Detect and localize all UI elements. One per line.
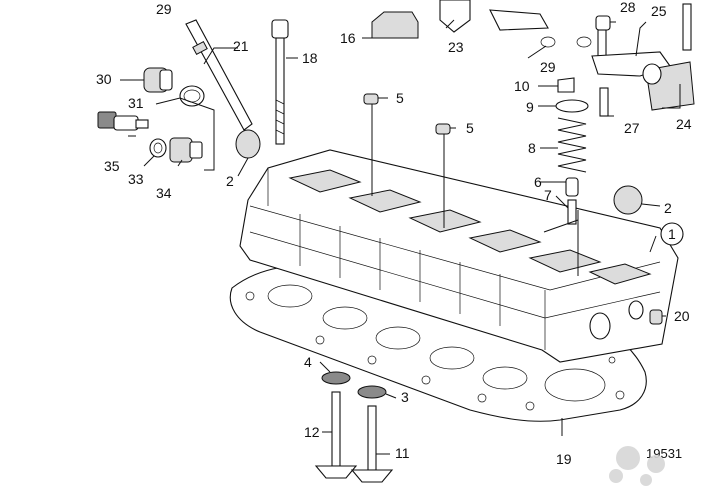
callout-30: 30 — [96, 71, 112, 87]
callout-19: 19 — [556, 451, 572, 467]
adapter-34 — [169, 137, 203, 163]
combustion-ports — [288, 169, 652, 285]
callout-9: 9 — [526, 99, 534, 115]
injector-21 — [185, 19, 253, 131]
washer-33 — [149, 138, 167, 158]
callout-16: 16 — [340, 30, 356, 46]
valve-spring-8 — [557, 117, 587, 173]
callout-29-top: 29 — [156, 1, 172, 17]
callout-2-right: 2 — [664, 200, 672, 216]
stud-22 — [682, 3, 692, 51]
seal-5-right — [435, 123, 451, 135]
callout-24: 24 — [676, 116, 692, 132]
head-rib-lines — [299, 214, 501, 326]
callout-1: 1 — [668, 226, 676, 242]
valve-12 — [314, 391, 358, 479]
callout-11: 11 — [395, 445, 410, 461]
callout-5-right: 5 — [466, 120, 474, 136]
leader-lines — [120, 19, 681, 455]
callout-5-left: 5 — [396, 90, 404, 106]
callout-21: 21 — [233, 38, 249, 54]
valve-guide-7 — [567, 199, 577, 225]
seal-5-left — [363, 93, 379, 105]
callout-10: 10 — [514, 78, 530, 94]
callout-4: 4 — [304, 354, 312, 370]
core-plug-2-left — [235, 129, 261, 159]
valve-collet-10 — [557, 77, 575, 93]
callout-3: 3 — [401, 389, 409, 405]
callout-numbers: 29 21 18 16 23 29 28 25 30 31 5 5 10 9 2… — [96, 0, 692, 467]
rocker-arm-upper — [489, 9, 549, 31]
circlip-29 — [540, 36, 592, 48]
sensor-35 — [97, 111, 149, 131]
callout-29-right: 29 — [540, 59, 556, 75]
dowel-20 — [649, 309, 663, 325]
callout-23: 23 — [448, 39, 464, 55]
valve-seat-3 — [357, 385, 387, 399]
spring-retainer-9 — [555, 99, 589, 113]
callout-12: 12 — [304, 424, 320, 440]
valve-seat-4 — [321, 371, 351, 385]
callout-2-left: 2 — [226, 173, 234, 189]
callout-35: 35 — [104, 158, 120, 174]
seal-ring-31 — [179, 85, 205, 107]
callout-25: 25 — [651, 3, 667, 19]
pushrod-27 — [599, 87, 609, 117]
bracket-16 — [371, 11, 419, 39]
valve-stem-seal-6 — [565, 177, 579, 197]
bolt-18 — [271, 19, 289, 145]
rocker-shaft-support-23 — [439, 0, 471, 33]
valve-11 — [350, 405, 394, 483]
callout-1-circle — [660, 222, 684, 246]
core-plug-2-right — [613, 185, 643, 215]
rocker-bracket-24 — [642, 61, 695, 111]
callout-28: 28 — [620, 0, 636, 15]
avito-dots-logo — [609, 446, 665, 486]
callout-34: 34 — [156, 185, 172, 201]
plug-30 — [143, 67, 173, 93]
callout-31: 31 — [128, 95, 144, 111]
callout-20: 20 — [674, 308, 690, 324]
callout-27: 27 — [624, 120, 640, 136]
callout-6: 6 — [534, 174, 542, 190]
callout-18: 18 — [302, 50, 318, 66]
callout-7: 7 — [544, 187, 552, 203]
adjuster-28 — [595, 15, 611, 57]
callout-33: 33 — [128, 171, 144, 187]
callout-8: 8 — [528, 140, 536, 156]
cylinder-head — [239, 149, 679, 363]
